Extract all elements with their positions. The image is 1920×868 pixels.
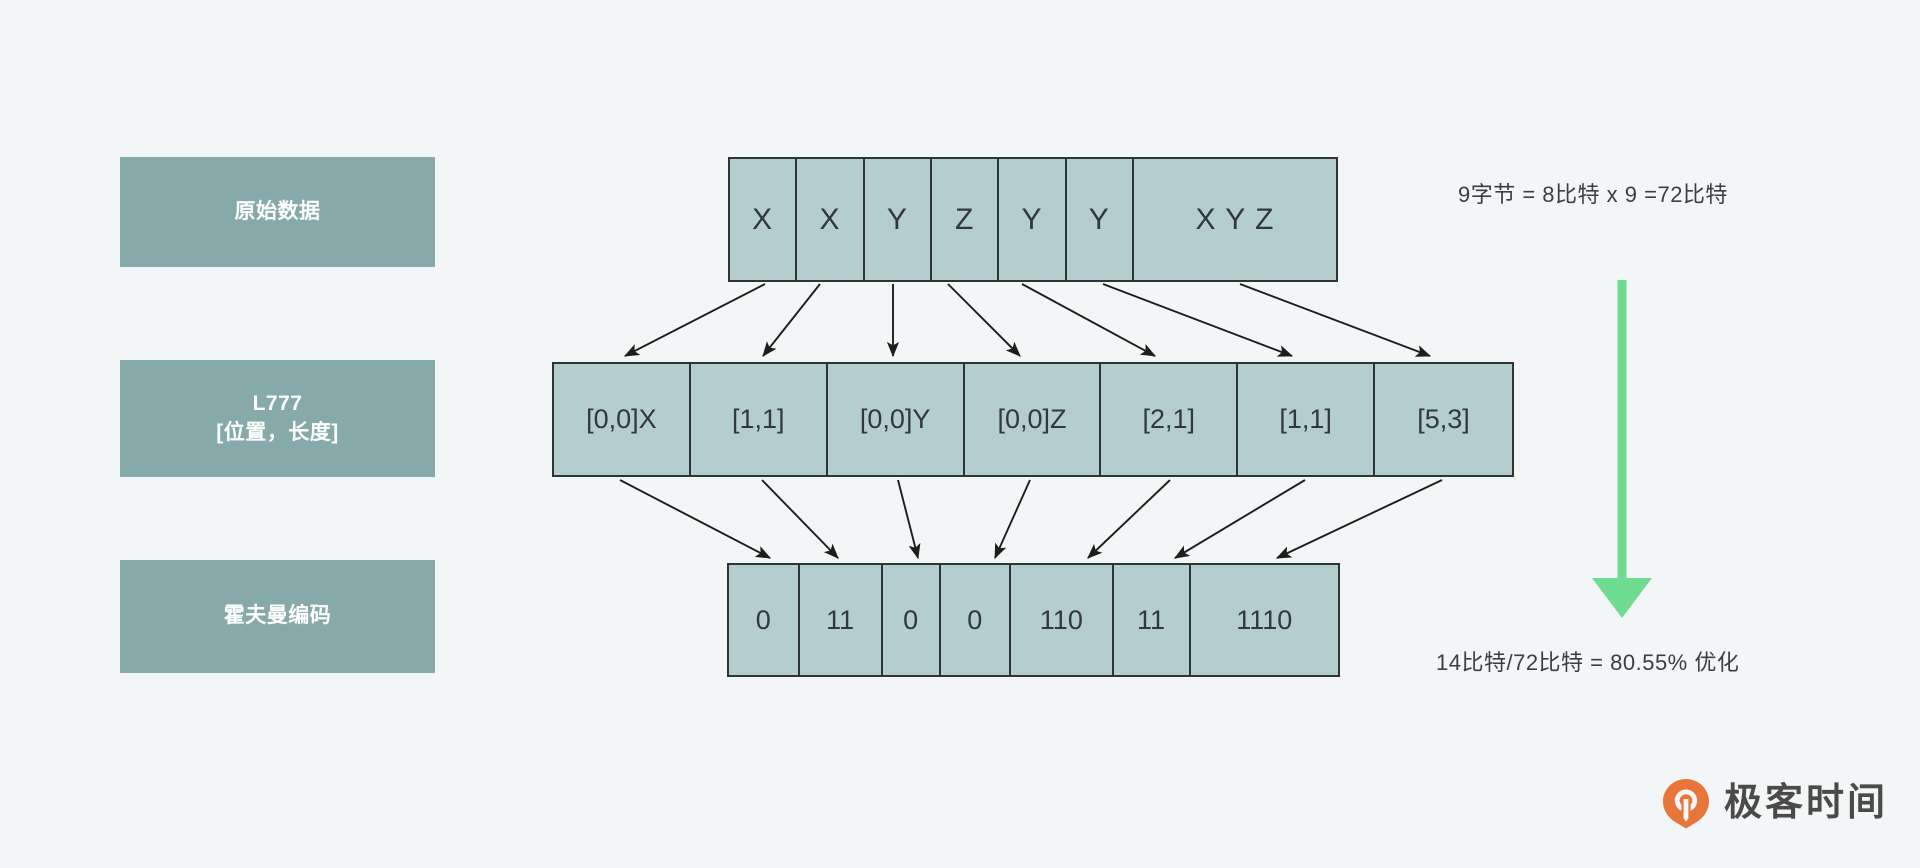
stage-label-lz77-subtitle: [位置，长度] [216,420,339,444]
cell-lz77-3: [0,0]Z [964,364,1102,475]
stage-label-raw-data-title: 原始数据 [234,199,321,223]
cell-lz77-4: [2,1] [1101,364,1239,475]
brand-name: 极客时间 [1724,782,1889,824]
geek-time-logo-icon [1660,777,1712,829]
green-optimization-arrow [1592,280,1652,618]
cell-raw-6: X Y Z [1133,159,1336,280]
cell-raw-5: Y [1066,159,1134,280]
brand-logo: 极客时间 [1660,777,1888,829]
arrows-lz77-to-huffman [619,479,1443,560]
cell-huffman-4: 110 [1011,565,1114,675]
cell-raw-2: Y [864,159,932,280]
cell-huffman-3: 0 [940,565,1012,675]
cell-raw-0: X [730,159,798,280]
cell-huffman-0: 0 [729,565,800,675]
stage-label-huffman: 霍夫曼编码 [120,560,435,673]
stage-label-raw-data: 原始数据 [120,157,435,267]
stage-label-huffman-title: 霍夫曼编码 [223,604,332,628]
annotation-original-size: 9字节 = 8比特 x 9 =72比特 [1458,182,1728,207]
cell-lz77-5: [1,1] [1238,364,1376,475]
cell-huffman-5: 11 [1113,565,1191,675]
cell-huffman-2: 0 [882,565,941,675]
cell-lz77-0: [0,0]X [554,364,691,475]
cell-lz77-2: [0,0]Y [827,364,965,475]
cell-raw-4: Y [999,159,1067,280]
cell-huffman-1: 11 [799,565,883,675]
cell-raw-3: Z [931,159,1000,280]
arrows-raw-to-lz77 [623,283,1432,358]
row-lz77-tokens: [0,0]X[1,1][0,0]Y[0,0]Z[2,1][1,1][5,3] [552,362,1514,477]
stage-label-lz77: L777 [位置，长度] [120,360,435,477]
annotation-compression-ratio: 14比特/72比特 = 80.55% 优化 [1436,650,1740,675]
cell-raw-1: X [797,159,865,280]
cell-huffman-6: 1110 [1190,565,1338,675]
stage-label-lz77-title: L777 [252,391,303,415]
cell-lz77-6: [5,3] [1375,364,1512,475]
cell-lz77-1: [1,1] [690,364,828,475]
